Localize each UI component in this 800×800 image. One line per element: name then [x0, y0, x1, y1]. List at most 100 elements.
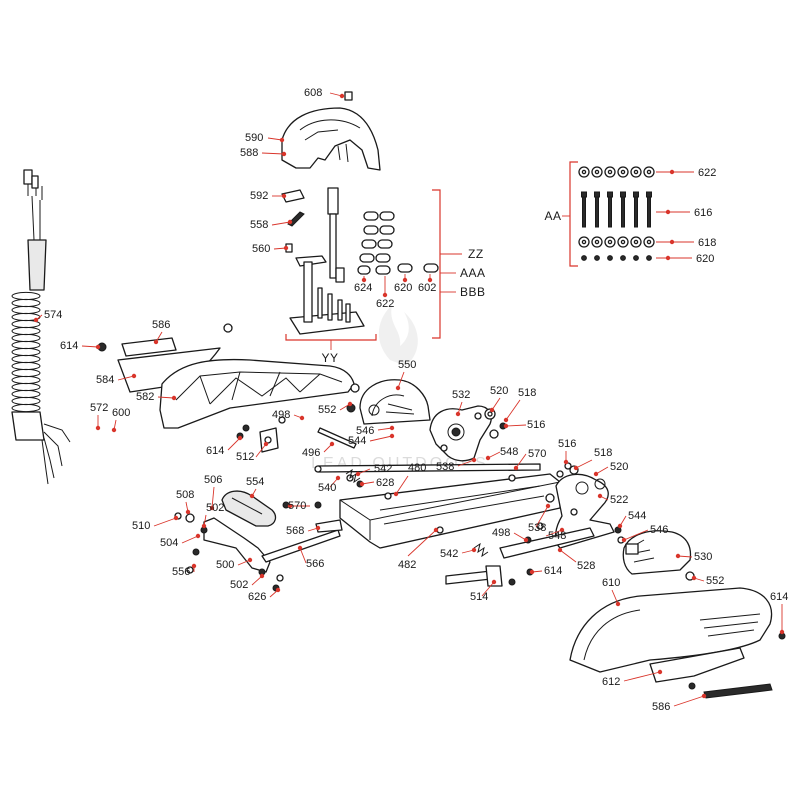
leader-dot	[209, 505, 215, 511]
leader-line	[227, 437, 241, 451]
base-mount-arm	[159, 358, 360, 429]
lock-plate	[429, 405, 492, 462]
leader-line	[515, 453, 527, 469]
gear-housing	[359, 379, 431, 425]
leader-line	[117, 375, 135, 381]
leader-dot	[297, 545, 303, 551]
leader-dot	[287, 503, 293, 509]
leader-dot	[171, 395, 177, 401]
cable-coil-loop	[11, 382, 41, 392]
leader-dot	[593, 471, 599, 477]
part-number-label: 568	[286, 525, 304, 537]
bolt-icon	[581, 191, 587, 228]
cable-coil-loop	[11, 403, 41, 413]
part-number-label: 616	[694, 207, 712, 219]
motor-shroud	[569, 587, 786, 699]
part-number-label: 552	[706, 575, 724, 587]
leader-dot	[339, 93, 345, 99]
leader-dot	[485, 455, 491, 461]
part-number-label: 628	[376, 477, 394, 489]
part-number-label: 482	[398, 559, 416, 571]
leader-dot	[275, 587, 281, 593]
leader-line	[491, 397, 501, 411]
cable-coil-loop	[11, 326, 41, 336]
leader-line	[513, 532, 527, 541]
group-label-aa: AA	[544, 209, 561, 223]
leader-line	[559, 549, 577, 563]
leader-dot	[361, 277, 367, 283]
part-number-label: 548	[500, 446, 518, 458]
leader-line	[261, 152, 285, 155]
cable-coil-loop	[11, 333, 41, 343]
leader-dot	[315, 525, 321, 531]
part-number-label: 614	[60, 340, 78, 352]
part-number-label: 620	[394, 282, 412, 294]
part-number-label: 548	[548, 530, 566, 542]
leader-line	[369, 435, 393, 442]
leader-dot	[597, 493, 603, 499]
leader-dot	[503, 423, 509, 429]
leader-line	[677, 555, 693, 558]
leader-dot	[382, 292, 388, 298]
cable-coil-loop	[11, 375, 41, 385]
cable-coil-loop	[11, 389, 41, 399]
leader-line	[611, 589, 619, 605]
leader-dot	[237, 435, 243, 441]
part-number-label: 532	[452, 389, 470, 401]
leader-dot	[669, 169, 675, 175]
leader-dot	[393, 491, 399, 497]
part-number-label: 618	[698, 237, 716, 249]
part-number-label: 602	[418, 282, 436, 294]
part-number-label: 612	[602, 676, 620, 688]
bolt-icon	[633, 191, 639, 228]
part-number-label: 480	[408, 462, 426, 474]
part-number-label: 500	[216, 559, 234, 571]
leader-dot	[111, 427, 117, 433]
cable-coil-loop	[11, 340, 41, 350]
leader-line	[595, 466, 609, 475]
side-cover	[614, 526, 695, 581]
part-number-label: 600	[112, 407, 130, 419]
hinge-cover-panel	[97, 323, 233, 393]
lower-link-bar	[445, 565, 534, 587]
cable-coil-loop	[11, 396, 41, 406]
leader-dot	[299, 415, 305, 421]
part-number-label: 558	[250, 219, 268, 231]
leader-line	[211, 486, 215, 509]
leader-line	[623, 529, 649, 541]
leader-dot	[557, 547, 563, 553]
leader-line	[397, 371, 405, 389]
leader-dot	[281, 193, 287, 199]
nut-icon	[620, 255, 626, 261]
part-number-label: 584	[96, 374, 114, 386]
part-number-label: 572	[90, 402, 108, 414]
leader-dot	[33, 317, 39, 323]
leader-dot	[153, 339, 159, 345]
leader-dot	[347, 401, 353, 407]
nut-icon	[607, 255, 613, 261]
leader-dot	[259, 573, 265, 579]
part-number-label: 516	[558, 438, 576, 450]
part-number-label: 520	[610, 461, 628, 473]
leader-line	[545, 529, 563, 537]
leader-line	[505, 399, 521, 421]
leader-line	[535, 505, 549, 528]
part-number-label: 546	[356, 425, 374, 437]
leader-dot	[195, 533, 201, 539]
part-number-label: 590	[245, 132, 263, 144]
part-number-label: 552	[318, 404, 336, 416]
part-number-label: 570	[528, 448, 546, 460]
part-number-label: 502	[230, 579, 248, 591]
leader-dot	[191, 563, 197, 569]
leader-dot	[287, 219, 293, 225]
part-number-label: 546	[650, 524, 668, 536]
part-number-label: 626	[248, 591, 266, 603]
leader-dot	[621, 537, 627, 543]
bolt-icon	[646, 191, 652, 228]
leader-line	[623, 671, 661, 682]
leader-line	[299, 547, 307, 564]
part-number-label: 496	[302, 447, 320, 459]
pivot-shafts	[314, 427, 541, 473]
part-number-label: 608	[304, 87, 322, 99]
